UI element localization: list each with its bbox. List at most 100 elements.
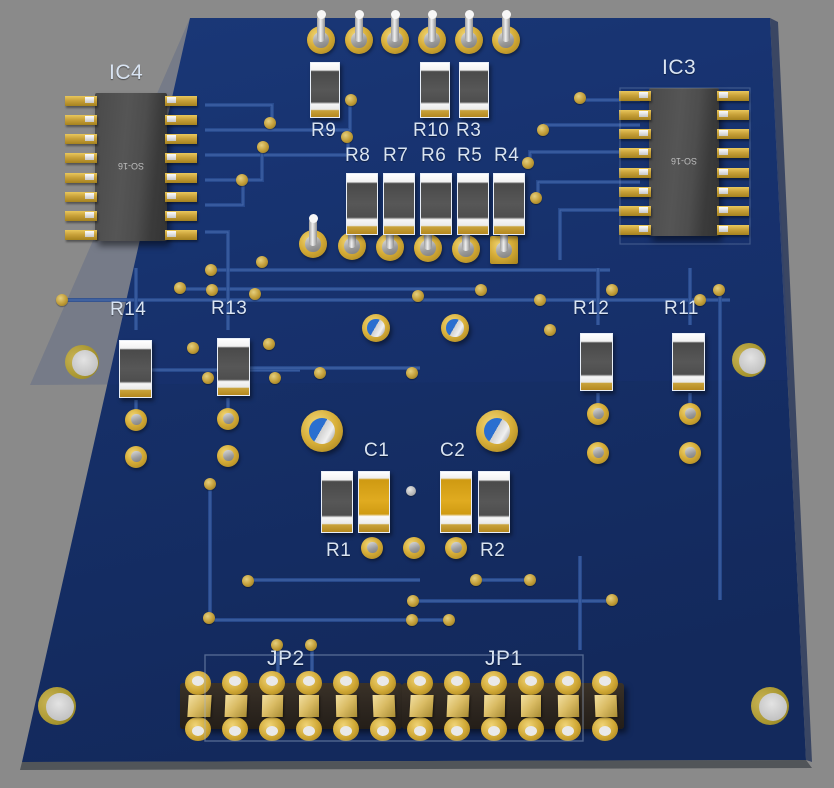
ic-pin (717, 167, 749, 178)
connector-jp2[interactable] (180, 683, 402, 729)
ic-pin-lead (719, 111, 728, 118)
ic-pin (165, 230, 197, 240)
pin-stub[interactable] (502, 14, 510, 42)
resistor-r14[interactable] (119, 340, 152, 398)
pin-stub[interactable] (355, 14, 363, 42)
connector-pad (481, 671, 507, 695)
ic-pin (65, 191, 97, 202)
ic-pin-lead (167, 135, 176, 142)
connector-pad-hole (451, 676, 463, 686)
via (242, 575, 254, 587)
connector-pad-hole (599, 676, 611, 686)
via (314, 367, 326, 379)
resistor-r7[interactable] (383, 173, 415, 235)
pin-stub[interactable] (391, 14, 399, 42)
plated-hole-bore (446, 319, 464, 337)
pin-stub[interactable] (428, 14, 436, 42)
connector-jp1[interactable] (402, 683, 624, 729)
connector-pad-hole (562, 726, 574, 736)
th-upper-right (441, 314, 469, 342)
ic-pin-lead (719, 92, 728, 98)
silkscreen-label-jp2: JP2 (267, 647, 305, 670)
connector-pad-hole (599, 726, 611, 736)
connector-pad (296, 717, 322, 741)
via (249, 288, 261, 300)
pin-tip (354, 10, 364, 19)
connector-pad (592, 671, 618, 695)
via (204, 478, 216, 490)
resistor-r8[interactable] (346, 173, 378, 235)
resistor-r5[interactable] (457, 173, 489, 235)
connector-pad (370, 671, 396, 695)
ic-pin-lead (719, 130, 728, 137)
connector-pad-hole (266, 676, 278, 686)
resistor-r11[interactable] (672, 333, 705, 391)
via (412, 290, 424, 302)
capacitor-c1[interactable] (358, 471, 390, 533)
via (522, 157, 534, 169)
via (56, 294, 68, 306)
ic-body (95, 93, 167, 241)
resistor-r10[interactable] (420, 62, 450, 118)
resistor-r9[interactable] (310, 62, 340, 118)
pad-hole (592, 446, 604, 459)
ic-pin-lead (167, 192, 176, 199)
connector-pad (555, 717, 581, 741)
pin-stub[interactable] (424, 222, 432, 250)
ic-pin (165, 115, 197, 126)
capacitor-c2[interactable] (440, 471, 472, 533)
through-hole-pad (125, 446, 147, 468)
connector-pin (224, 695, 248, 717)
through-hole-pad (125, 409, 147, 431)
ic-pin-lead (85, 97, 94, 103)
connector-pad-hole (377, 676, 389, 686)
resistor-r6[interactable] (420, 173, 452, 235)
silkscreen-label-c2: C2 (440, 440, 466, 461)
plated-hole-bore (483, 417, 510, 444)
pin-stub[interactable] (317, 14, 325, 42)
connector-pad-hole (340, 676, 352, 686)
ic-pin-lead (719, 187, 728, 194)
silkscreen-label-r9: R9 (311, 120, 337, 141)
ic-pin (65, 210, 97, 221)
resistor-r12[interactable] (580, 333, 613, 391)
ic-pin-lead (167, 116, 176, 123)
connector-pad (222, 671, 248, 695)
ic-pin (165, 96, 197, 106)
pin-stub[interactable] (386, 221, 394, 249)
silkscreen-label-jp1: JP1 (485, 647, 523, 670)
silkscreen-label-r8: R8 (345, 145, 371, 166)
pad-hole (130, 450, 142, 463)
copper-trace-highlight (205, 181, 244, 206)
connector-pad (592, 717, 618, 741)
connector-pin (409, 695, 434, 717)
ic-pin-lead (85, 116, 94, 123)
pin-stub[interactable] (462, 223, 470, 251)
pin-stub[interactable] (465, 14, 473, 42)
ic-ic4[interactable]: SO-16 (95, 93, 167, 241)
ic-pin (717, 129, 749, 140)
ic-pin (619, 110, 651, 121)
ic-pin (65, 134, 97, 145)
mh-left (65, 345, 99, 379)
resistor-r1[interactable] (321, 471, 353, 533)
ic-pin-lead (639, 187, 648, 194)
pad-hole (592, 407, 604, 420)
ic-pin-lead (639, 111, 648, 118)
pin-stub[interactable] (500, 224, 508, 252)
silkscreen-label-r7: R7 (383, 145, 409, 166)
th-upper-left (362, 314, 390, 342)
pin-stub[interactable] (309, 218, 317, 246)
resistor-r2[interactable] (478, 471, 510, 533)
ic-pin (65, 172, 97, 183)
connector-pad (518, 717, 544, 741)
resistor-r13[interactable] (217, 338, 250, 396)
ic-ic3[interactable]: SO-16 (649, 88, 719, 236)
ic-pin-lead (167, 211, 176, 218)
via (205, 264, 217, 276)
connector-pad (333, 671, 359, 695)
resistor-r3[interactable] (459, 62, 489, 118)
silkscreen-label-ic3: IC3 (662, 56, 697, 79)
resistor-r4[interactable] (493, 173, 525, 235)
